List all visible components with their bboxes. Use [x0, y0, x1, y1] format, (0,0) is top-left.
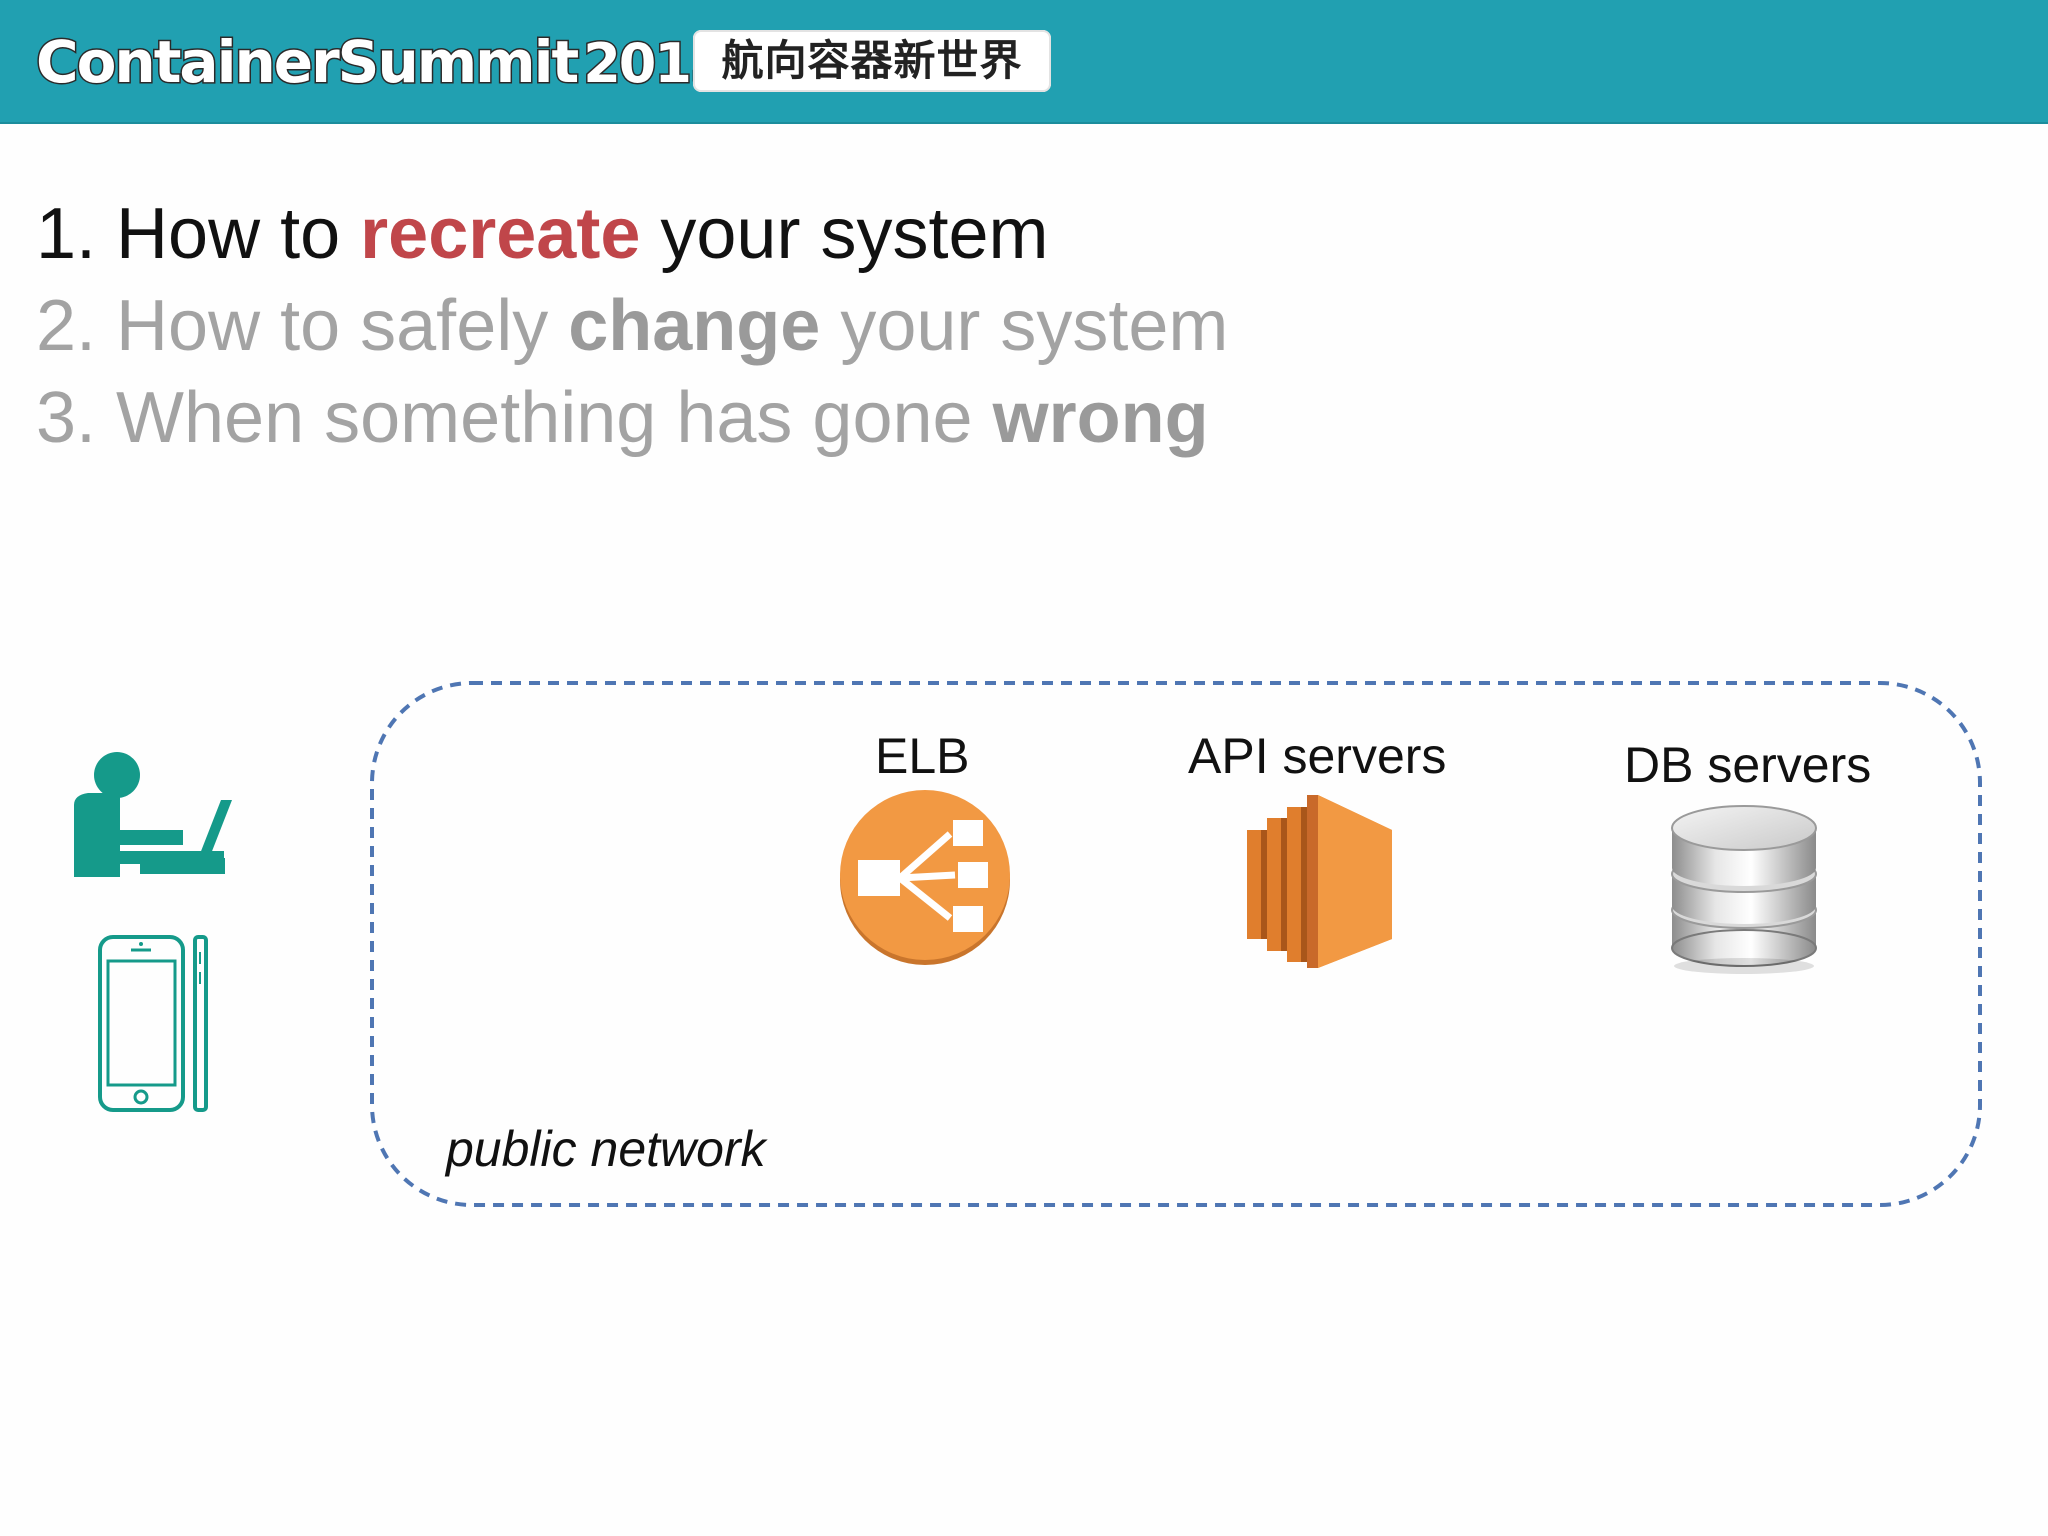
tagline-badge: 航向容器新世界: [693, 30, 1051, 92]
agenda-item-recreate: 1. How to recreate your system: [36, 188, 1228, 280]
agenda-item-emphasis: change: [568, 286, 821, 366]
db-servers-label: DB servers: [1624, 737, 1872, 793]
agenda-item-prefix: 2. How to safely: [36, 286, 569, 366]
public-network-boundary: [370, 681, 1982, 1207]
agenda-item-suffix: your system: [640, 194, 1049, 274]
agenda-list: 1. How to recreate your system 2. How to…: [36, 188, 1228, 464]
public-network-label: public network: [446, 1121, 766, 1177]
database-icon: [1671, 805, 1817, 974]
agenda-item-prefix: 1. How to: [36, 194, 361, 274]
agenda-item-emphasis: recreate: [360, 194, 641, 274]
api-servers-label: API servers: [1188, 728, 1447, 784]
brand-name: ContainerSummit: [34, 27, 580, 98]
agenda-item-change: 2. How to safely change your system: [36, 280, 1228, 372]
smartphone-icon: [98, 935, 208, 1112]
agenda-item-emphasis: wrong: [992, 378, 1209, 458]
laptop-user-icon: [74, 752, 232, 877]
agenda-item-wrong: 3. When something has gone wrong: [36, 372, 1228, 464]
tagline-text: 航向容器新世界: [721, 36, 1023, 85]
ec2-instances-icon: [1247, 795, 1392, 968]
load-balancer-icon: [840, 790, 1010, 965]
agenda-item-suffix: your system: [820, 286, 1229, 366]
agenda-item-prefix: 3. When something has gone: [36, 378, 993, 458]
elb-label: ELB: [875, 728, 970, 784]
